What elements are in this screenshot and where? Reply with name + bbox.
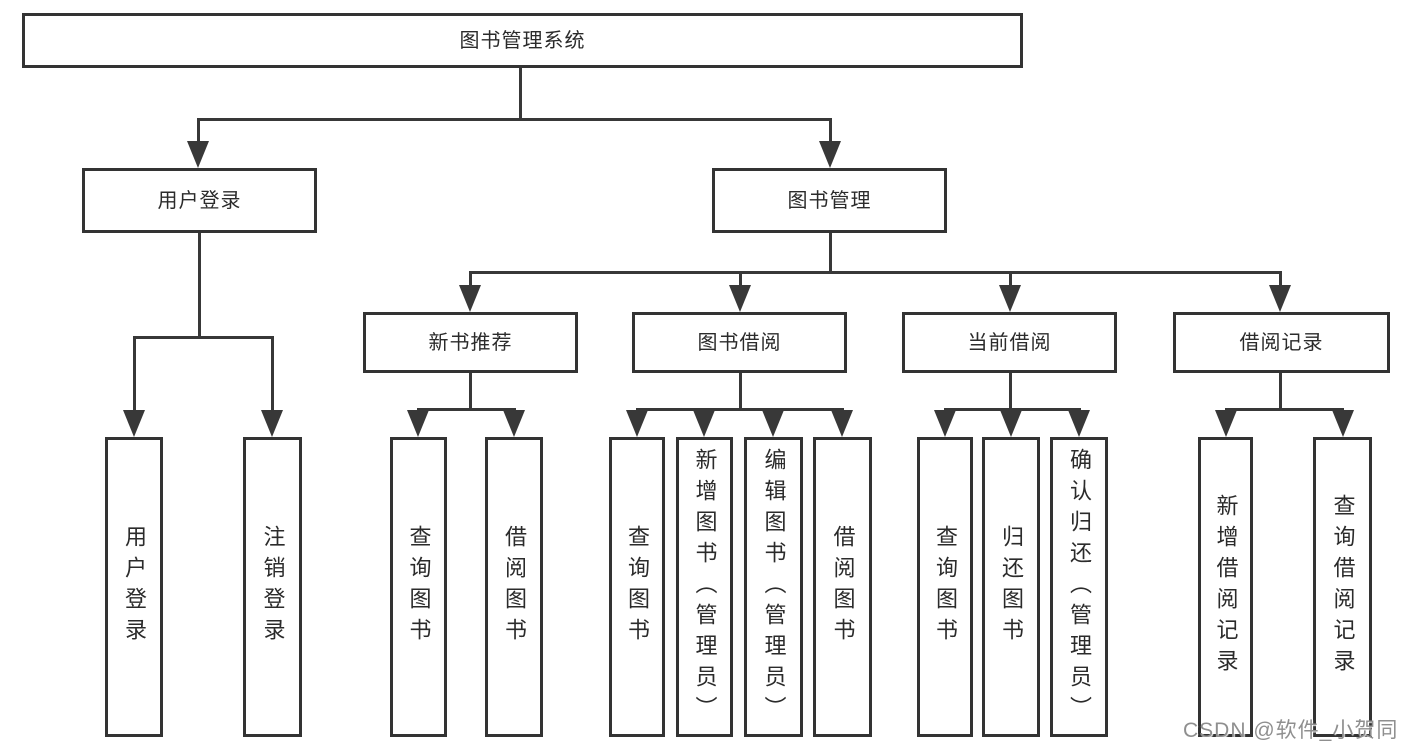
arrowhead-down-icon: [1332, 410, 1354, 437]
connector-current-borrow-bus: [944, 408, 1081, 411]
arrowhead-down-icon: [407, 410, 429, 437]
connector-stub-leaf-user-login: [133, 336, 136, 412]
arrowhead-down-icon: [459, 285, 481, 312]
connector-current-borrow-stem: [1009, 373, 1012, 410]
connector-book-borrow-stem: [739, 373, 742, 410]
arrowhead-down-icon: [1269, 285, 1291, 312]
node-new-book-recommend-label: 新书推荐: [428, 331, 513, 354]
connector-book-management-bus: [469, 271, 1282, 274]
connector-stub-leaf-logout: [271, 336, 274, 412]
arrowhead-down-icon: [261, 410, 283, 437]
arrowhead-down-icon: [831, 410, 853, 437]
arrowhead-down-icon: [187, 141, 209, 168]
leaf-add-borrow-record: 新增借阅记录: [1198, 437, 1253, 737]
node-book-borrow: 图书借阅: [632, 312, 847, 373]
leaf-confirm-return-admin: 确认归还（管理员）: [1050, 437, 1108, 737]
arrowhead-down-icon: [999, 285, 1021, 312]
arrowhead-down-icon: [819, 141, 841, 168]
leaf-edit-books-admin-label: 编辑图书（管理员）: [761, 447, 787, 727]
watermark: CSDN @软件_小贺同学: [1183, 719, 1399, 742]
leaf-borrow-books-label: 借阅图书: [830, 525, 856, 649]
connector-stub-new-book: [469, 271, 472, 287]
arrowhead-down-icon: [626, 410, 648, 437]
node-book-management: 图书管理: [712, 168, 947, 233]
leaf-return-books: 归还图书: [982, 437, 1040, 737]
node-borrow-records: 借阅记录: [1173, 312, 1390, 373]
node-current-borrow: 当前借阅: [902, 312, 1117, 373]
node-new-book-recommend: 新书推荐: [363, 312, 578, 373]
connector-new-book-stem: [469, 373, 472, 410]
connector-root-bus: [197, 118, 831, 121]
node-book-borrow-label: 图书借阅: [697, 331, 782, 354]
connector-new-book-bus: [417, 408, 516, 411]
leaf-logout-label: 注销登录: [260, 525, 286, 649]
leaf-add-borrow-record-label: 新增借阅记录: [1213, 494, 1239, 680]
connector-stub-current-borrow: [1009, 271, 1012, 287]
connector-borrow-records-stem: [1279, 373, 1282, 410]
leaf-logout: 注销登录: [243, 437, 302, 737]
connector-stub-book-borrow: [739, 271, 742, 287]
leaf-query-books-current: 查询图书: [917, 437, 973, 737]
connector-book-borrow-bus: [636, 408, 844, 411]
leaf-query-books-recommend: 查询图书: [390, 437, 447, 737]
leaf-borrow-books-recommend: 借阅图书: [485, 437, 543, 737]
leaf-query-books-borrow: 查询图书: [609, 437, 665, 737]
arrowhead-down-icon: [1068, 410, 1090, 437]
leaf-user-login-label: 用户登录: [122, 525, 147, 649]
arrowhead-down-icon: [123, 410, 145, 437]
connector-root-stem: [519, 68, 522, 119]
node-root-system-label: 图书管理系统: [459, 29, 586, 52]
connector-stub-book-management: [829, 118, 832, 143]
node-user-login-label: 用户登录: [157, 189, 242, 212]
node-book-management-label: 图书管理: [787, 189, 872, 212]
connector-user-login-stem: [198, 233, 201, 338]
leaf-edit-books-admin: 编辑图书（管理员）: [744, 437, 803, 737]
leaf-query-borrow-record-label: 查询借阅记录: [1330, 494, 1356, 680]
leaf-user-login: 用户登录: [105, 437, 163, 737]
arrowhead-down-icon: [503, 410, 525, 437]
connector-stub-borrow-records: [1279, 271, 1282, 287]
node-borrow-records-label: 借阅记录: [1239, 331, 1324, 354]
leaf-query-books-recommend-label: 查询图书: [406, 525, 432, 649]
connector-user-login-bus: [133, 336, 274, 339]
leaf-query-books-current-label: 查询图书: [933, 525, 958, 649]
leaf-add-books-admin: 新增图书（管理员）: [676, 437, 733, 737]
leaf-confirm-return-admin-label: 确认归还（管理员）: [1067, 447, 1092, 727]
arrowhead-down-icon: [762, 410, 784, 437]
arrowhead-down-icon: [693, 410, 715, 437]
leaf-query-borrow-record: 查询借阅记录: [1313, 437, 1372, 737]
arrowhead-down-icon: [729, 285, 751, 312]
leaf-add-books-admin-label: 新增图书（管理员）: [692, 447, 718, 727]
node-root-system: 图书管理系统: [22, 13, 1023, 68]
leaf-return-books-label: 归还图书: [999, 525, 1024, 649]
leaf-borrow-books: 借阅图书: [813, 437, 872, 737]
connector-book-management-stem: [829, 233, 832, 274]
arrowhead-down-icon: [1215, 410, 1237, 437]
node-current-borrow-label: 当前借阅: [967, 331, 1052, 354]
arrowhead-down-icon: [1000, 410, 1022, 437]
arrowhead-down-icon: [934, 410, 956, 437]
node-user-login: 用户登录: [82, 168, 317, 233]
connector-borrow-records-bus: [1225, 408, 1344, 411]
leaf-borrow-books-recommend-label: 借阅图书: [502, 525, 527, 649]
connector-stub-user-login: [197, 118, 200, 143]
leaf-query-books-borrow-label: 查询图书: [625, 525, 650, 649]
